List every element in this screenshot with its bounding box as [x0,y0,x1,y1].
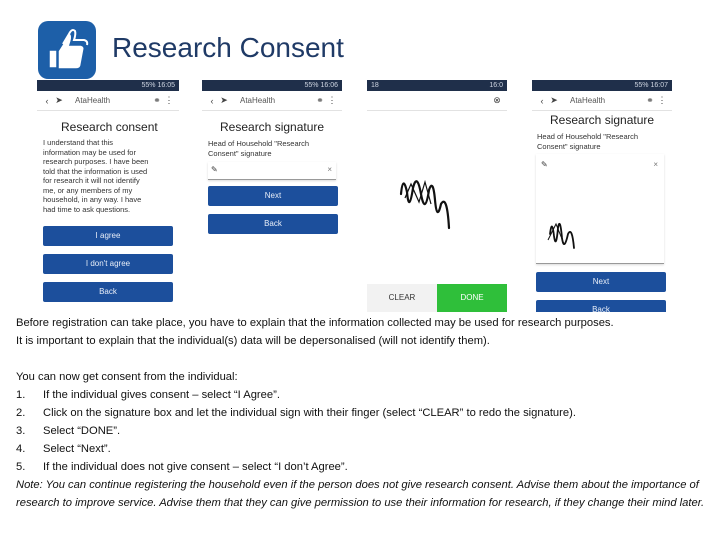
back-button[interactable]: Back [536,300,666,312]
next-button[interactable]: Next [208,186,338,206]
screen-title: Research signature [220,120,325,134]
back-arrow-icon[interactable]: ‹ [45,95,49,106]
status-bar: 55% 16:05 [37,80,179,91]
intro-line-1: Before registration can take place, you … [16,317,614,329]
next-button[interactable]: Next [536,272,666,292]
status-bar: 18 16:0 [367,80,507,91]
phone-screen-consent: 55% 16:05 ‹ ➤ AtaHealth ⚭ ⋮ Research con… [37,80,179,312]
app-name: AtaHealth [240,96,276,105]
close-icon[interactable]: × [327,165,332,174]
sync-icon[interactable]: ⚭ [646,95,654,105]
screen-title: Research consent [61,120,158,134]
back-arrow-icon[interactable]: ‹ [210,95,214,106]
app-bar: ‹ ➤ AtaHealth ⚭ ⋮ [532,91,672,111]
close-icon[interactable]: × [653,160,658,169]
close-icon[interactable]: ⊗ [493,95,501,105]
sync-icon[interactable]: ⚭ [153,95,161,105]
phone-screen-signature-signed: 55% 16:07 ‹ ➤ AtaHealth ⚭ ⋮ Research sig… [532,80,672,312]
signature-box[interactable]: ✎ × [536,154,664,264]
back-button[interactable]: Back [43,282,173,302]
pen-icon: ✎ [211,165,218,174]
step-item: 2.Click on the signature box and let the… [16,407,576,419]
menu-icon[interactable]: ⋮ [327,95,337,105]
steps-lead: You can now get consent from the individ… [16,371,238,383]
step-item: 5.If the individual does not give consen… [16,461,348,473]
app-bar: ‹ ➤ AtaHealth ⚭ ⋮ [202,91,342,111]
note-text: Note: You can continue registering the h… [16,479,705,509]
app-bar: ⊗ [367,91,507,111]
signature-label: Head of Household "Research Consent" sig… [208,139,310,158]
menu-icon[interactable]: ⋮ [657,95,667,105]
step-item: 4.Select “Next”. [16,443,111,455]
disagree-button[interactable]: I don't agree [43,254,173,274]
done-button[interactable]: DONE [437,284,507,312]
intro-line-2: It is important to explain that the indi… [16,335,490,347]
sync-icon[interactable]: ⚭ [316,95,324,105]
thumbs-up-logo-icon [48,29,89,70]
step-item: 1.If the individual gives consent – sele… [16,389,280,401]
screen-title: Research signature [550,113,655,127]
back-button[interactable]: Back [208,214,338,234]
agree-button[interactable]: I agree [43,226,173,246]
app-name: AtaHealth [75,96,111,105]
signature-drawing [547,222,575,249]
pen-icon: ✎ [541,160,548,169]
location-icon[interactable]: ➤ [220,95,228,105]
location-icon[interactable]: ➤ [55,95,63,105]
app-name: AtaHealth [570,96,606,105]
clear-button[interactable]: CLEAR [367,284,437,312]
location-icon[interactable]: ➤ [550,95,558,105]
consent-text: I understand that this information may b… [43,138,149,214]
phone-screen-signature-pad: 18 16:0 ⊗ CLEAR DONE [367,80,507,312]
step-item: 3.Select “DONE”. [16,425,121,437]
signature-drawing[interactable] [391,164,471,236]
phone-screen-signature: 55% 16:06 ‹ ➤ AtaHealth ⚭ ⋮ Research sig… [202,80,342,312]
back-arrow-icon[interactable]: ‹ [540,95,544,106]
menu-icon[interactable]: ⋮ [164,95,174,105]
app-bar: ‹ ➤ AtaHealth ⚭ ⋮ [37,91,179,111]
status-bar: 55% 16:07 [532,80,672,91]
signature-label: Head of Household "Research Consent" sig… [537,132,639,151]
spacer [16,350,710,368]
slide-title: Research Consent [112,32,344,63]
app-logo [38,21,96,79]
signature-box[interactable]: ✎ × [208,162,336,180]
instructions: Before registration can take place, you … [16,314,710,512]
status-bar: 55% 16:06 [202,80,342,91]
